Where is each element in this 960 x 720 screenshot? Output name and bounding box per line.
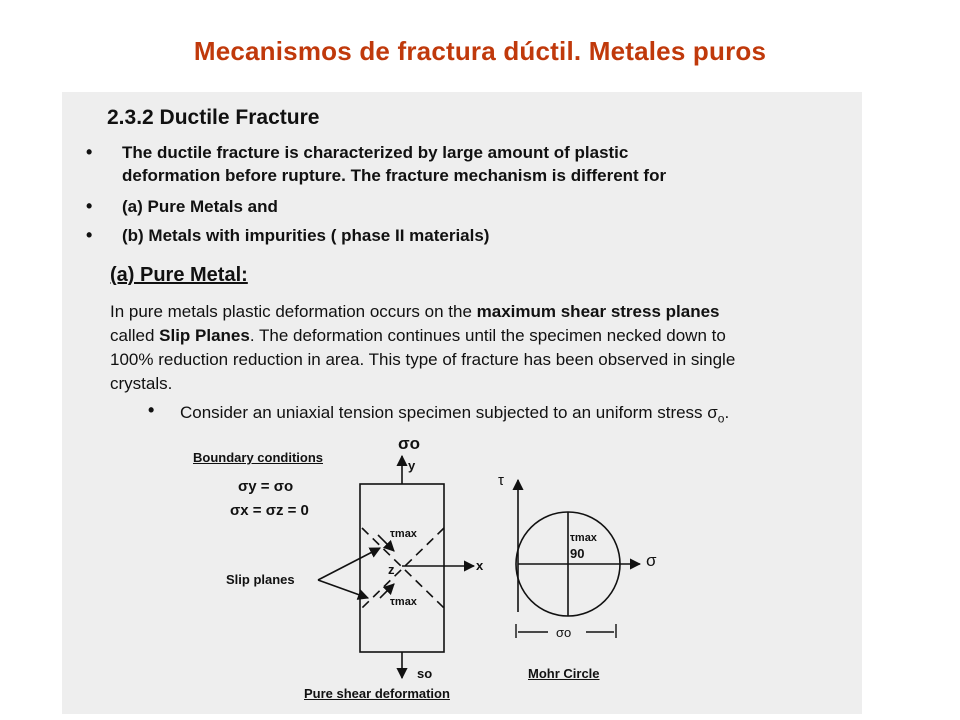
slip-plane-2 bbox=[361, 527, 445, 609]
paragraph-line-2: called Slip Planes. The deformation cont… bbox=[110, 326, 726, 345]
paragraph-line-3: 100% reduction reduction in area. This t… bbox=[110, 350, 736, 369]
tau-max-top-label: τmax bbox=[390, 528, 417, 540]
document-image-panel: 2.3.2 Ductile Fracture • The ductile fra… bbox=[62, 92, 862, 714]
slide-title: Mecanismos de fractura dúctil. Metales p… bbox=[193, 36, 767, 66]
sigma-top-label: σo bbox=[398, 434, 421, 453]
bullet-metals-impurities: (b) Metals with impurities ( phase II ma… bbox=[122, 226, 490, 245]
slip-pointer-upper bbox=[317, 547, 381, 581]
mohr-90-label: 90 bbox=[570, 546, 585, 561]
subheading-pure-metal: (a) Pure Metal: bbox=[110, 264, 248, 286]
x-label: x bbox=[476, 558, 484, 573]
slip-planes-label: Slip planes bbox=[226, 572, 295, 587]
shear-arrow-top bbox=[377, 534, 395, 552]
slip-plane-1 bbox=[361, 527, 445, 609]
bullet-dot: • bbox=[86, 225, 93, 245]
specimen-outline bbox=[359, 483, 445, 653]
bc-line-1: σy = σo bbox=[238, 478, 294, 495]
so-label: so bbox=[417, 666, 433, 681]
ductile-fracture-diagram bbox=[317, 454, 642, 680]
mohr-title: Mohr Circle bbox=[528, 666, 600, 681]
sigma-axis-label: σ bbox=[646, 551, 657, 570]
bullet-text-line2: deformation before rupture. The fracture… bbox=[122, 166, 667, 185]
y-label: y bbox=[408, 458, 416, 473]
sub-bullet-dot: • bbox=[148, 400, 155, 420]
bullet-text-line1: The ductile fracture is characterized by… bbox=[122, 143, 629, 162]
slip-pointer-lower bbox=[317, 579, 370, 600]
tau-axis-label: τ bbox=[498, 472, 504, 489]
bullet-dot: • bbox=[86, 196, 93, 216]
bullet-pure-metals: (a) Pure Metals and bbox=[122, 197, 278, 216]
tau-max-bottom-label: τmax bbox=[390, 596, 417, 608]
mohr-sigma-o-label: σo bbox=[556, 625, 572, 640]
z-label: z bbox=[388, 562, 395, 577]
section-heading: 2.3.2 Ductile Fracture bbox=[107, 106, 320, 129]
paragraph-line-4: crystals. bbox=[110, 374, 173, 393]
mohr-tau-max-label: τmax bbox=[570, 532, 597, 544]
boundary-title: Boundary conditions bbox=[193, 450, 323, 465]
shear-arrow-bottom bbox=[379, 583, 395, 599]
sub-bullet-text: Consider an uniaxial tension specimen su… bbox=[180, 403, 730, 426]
paragraph-line-1: In pure metals plastic deformation occur… bbox=[110, 302, 720, 321]
bc-line-2: σx = σz = 0 bbox=[230, 502, 309, 519]
pure-shear-label: Pure shear deformation bbox=[304, 686, 450, 701]
bullet-dot: • bbox=[86, 142, 93, 162]
